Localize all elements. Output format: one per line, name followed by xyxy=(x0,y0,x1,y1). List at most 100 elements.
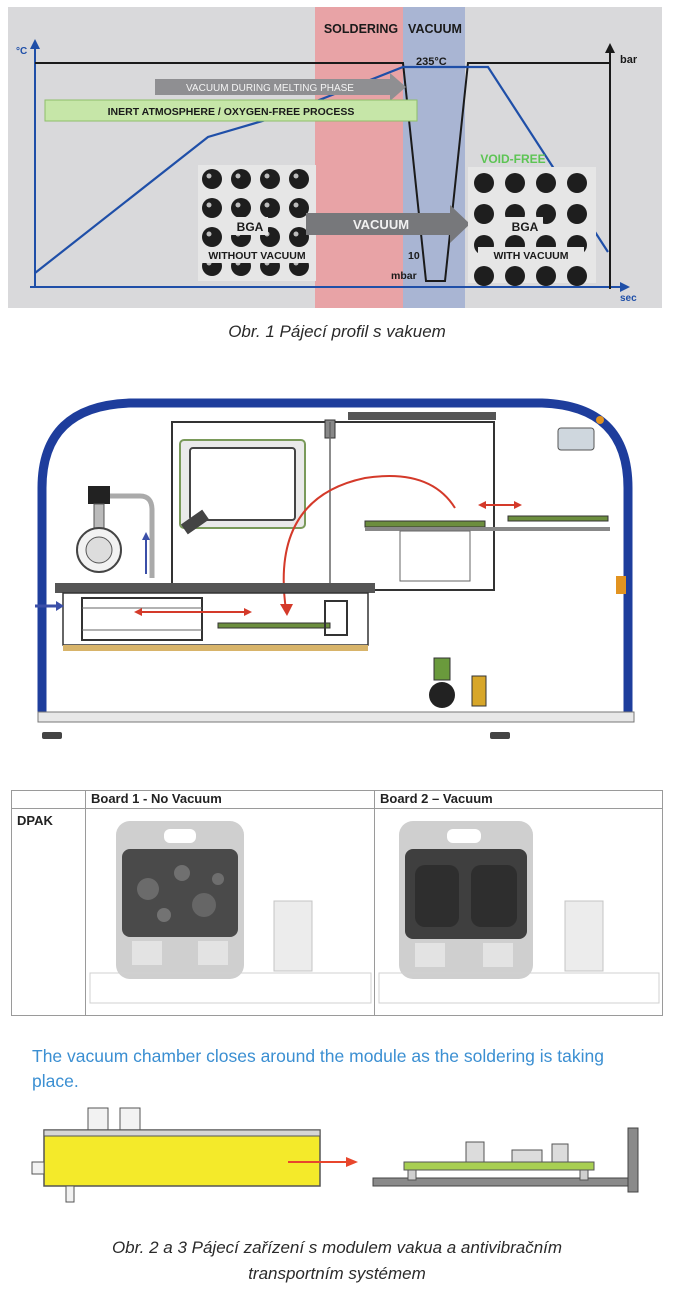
solder-void xyxy=(235,173,241,179)
column-header-no-vacuum: Board 1 - No Vacuum xyxy=(85,790,375,809)
pressure-curve xyxy=(35,62,610,282)
table-corner xyxy=(11,790,86,809)
solder-void xyxy=(206,202,212,208)
bga-ball xyxy=(289,227,309,247)
xray-image-no-vacuum xyxy=(89,821,372,1004)
y-axis-right-arrow xyxy=(605,43,615,53)
vacuum-module-diagram xyxy=(31,1107,639,1203)
vacuum-arrow xyxy=(306,205,470,243)
column-header-vacuum: Board 2 – Vacuum xyxy=(374,790,663,809)
bga-left-label: BGA xyxy=(237,220,264,234)
bga-left-caption: WITHOUT VACUUM xyxy=(208,250,305,262)
vacuum-pipe xyxy=(110,493,155,578)
peak-temperature: 235°C xyxy=(416,56,447,68)
bga-ball xyxy=(474,266,494,286)
bga-ball xyxy=(505,266,525,286)
vacuum-melting-label: VACUUM DURING MELTING PHASE xyxy=(186,83,354,94)
board-support-1 xyxy=(407,1169,417,1181)
figure1-caption: Obr. 1 Pájecí profil s vakuem xyxy=(228,322,446,341)
pump-inner xyxy=(85,536,113,564)
side-handle xyxy=(616,576,626,594)
transfer-arc-head xyxy=(280,604,293,616)
chamber-leg xyxy=(65,1185,75,1203)
vacuum-chamber-description: The vacuum chamber closes around the mod… xyxy=(32,1046,604,1091)
bga-ball xyxy=(202,169,222,189)
pressure-unit: mbar xyxy=(391,270,417,282)
solder-void xyxy=(235,202,241,208)
chamber-top-rim xyxy=(43,1129,321,1137)
bga-ball xyxy=(202,227,222,247)
figure2-caption-line1: Obr. 2 a 3 Pájecí zařízení s modulem vak… xyxy=(111,1238,563,1257)
xray-cell-no-vacuum xyxy=(85,808,375,1016)
vacuum-chamber xyxy=(43,1129,321,1187)
chamber-side-port xyxy=(31,1161,45,1175)
warning-light xyxy=(596,416,604,424)
lower-conveyor xyxy=(55,583,375,593)
y-axis-left-arrow xyxy=(30,39,40,49)
inert-atmosphere-label: INERT ATMOSPHERE / OXYGEN-FREE PROCESS xyxy=(108,106,355,118)
bga-ball xyxy=(231,169,251,189)
soldering-machine-figure xyxy=(30,398,644,750)
xray-image-vacuum xyxy=(378,821,660,1004)
solder-void xyxy=(293,173,299,179)
bga-ball xyxy=(567,173,587,193)
chamber-port-2 xyxy=(119,1107,141,1131)
soldering-machine-diagram xyxy=(35,398,635,739)
component-2 xyxy=(511,1149,543,1163)
solder-void xyxy=(293,231,299,237)
void-free-label: VOID-FREE xyxy=(480,152,545,166)
pressure-value: 10 xyxy=(408,250,420,262)
pcb-board xyxy=(217,622,331,629)
machine-base xyxy=(37,711,635,723)
arrow-head-right xyxy=(514,501,522,509)
vacuum-header: VACUUM xyxy=(408,22,462,36)
slide-arrow-right xyxy=(244,608,252,616)
figure2-caption-line2: transportním systémem xyxy=(248,1264,426,1283)
bga-right-caption: WITH VACUUM xyxy=(493,250,568,262)
machine-foot-right xyxy=(490,732,510,739)
transfer-arc-arrow xyxy=(282,475,456,611)
board-outgoing xyxy=(507,515,609,522)
chamber-port-1 xyxy=(87,1107,109,1131)
y-axis-left-label: °C xyxy=(16,46,27,57)
machine-foot-left xyxy=(42,732,62,739)
solder-void xyxy=(264,202,270,208)
y-axis-right-label: bar xyxy=(620,54,638,66)
bga-ball xyxy=(567,204,587,224)
right-conveyor xyxy=(365,527,610,531)
soldering-zone xyxy=(315,7,403,308)
rail-end-stop xyxy=(627,1127,639,1193)
vacuum-arrow-label: VACUUM xyxy=(353,217,409,232)
component-1 xyxy=(465,1141,485,1163)
bga-ball xyxy=(231,198,251,218)
x-axis-label: sec xyxy=(620,293,637,304)
xray-cell-vacuum xyxy=(374,808,663,1016)
gas-cylinder xyxy=(429,682,455,708)
component-3 xyxy=(551,1143,569,1163)
circuit-board xyxy=(403,1161,595,1171)
module-base xyxy=(63,645,368,651)
bga-ball xyxy=(474,173,494,193)
soldering-header: SOLDERING xyxy=(324,22,398,36)
bga-ball xyxy=(289,198,309,218)
bga-ball xyxy=(289,169,309,189)
board-support-2 xyxy=(579,1169,589,1181)
vacuum-chamber-module xyxy=(81,597,203,641)
camera-arm xyxy=(180,509,210,535)
bga-ball xyxy=(536,173,556,193)
soldering-profile-figure: SOLDERING VACUUM °C bar sec 235°C 10 mba… xyxy=(8,7,662,308)
bga-ball xyxy=(567,266,587,286)
valve-unit xyxy=(471,675,487,707)
solder-void xyxy=(206,173,212,179)
monitor-screen xyxy=(189,447,296,521)
solder-void xyxy=(293,202,299,208)
arrow-head-left xyxy=(478,501,486,509)
chamber-close-arrow-head xyxy=(346,1157,358,1167)
inert-atmosphere-banner xyxy=(44,99,418,122)
vacuum-melting-arrow xyxy=(155,73,406,101)
machine-housing xyxy=(37,398,633,720)
slide-arrow-left xyxy=(134,608,142,616)
input-arrow-head xyxy=(56,601,64,611)
bga-ball xyxy=(202,198,222,218)
board-on-conveyor xyxy=(364,520,486,528)
